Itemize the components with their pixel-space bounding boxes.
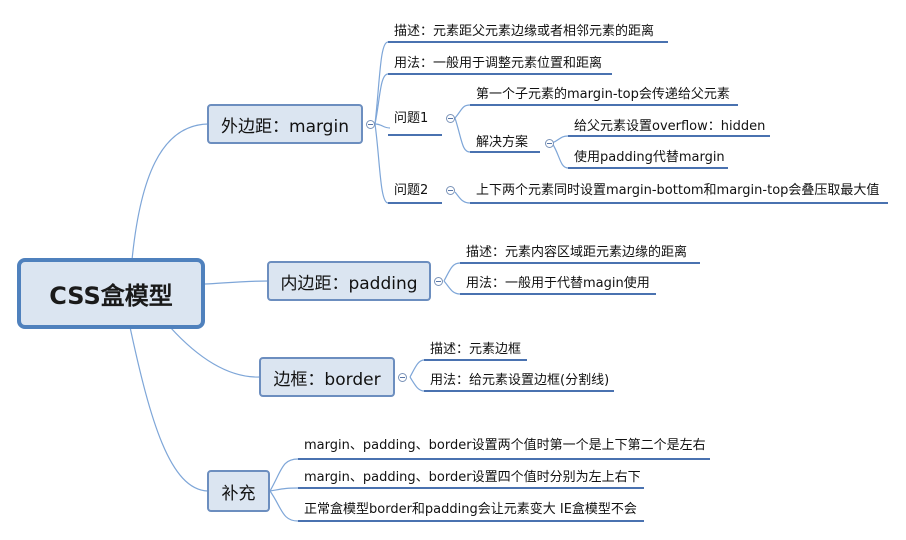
- connector-issue1-solution: [454, 117, 471, 153]
- margin-usage[interactable]: 用法：一般用于调整元素位置和距离: [394, 56, 603, 71]
- root-node[interactable]: CSS盒模型: [17, 258, 205, 329]
- padding-desc[interactable]: 描述：元素内容区域距元素边缘的距离: [466, 245, 688, 260]
- collapse-toggle-issue2-icon[interactable]: [446, 186, 455, 195]
- connector-margin-usage: [374, 73, 389, 125]
- connector-supp-3: [269, 490, 299, 522]
- connector-root-supplement: [129, 326, 209, 492]
- collapse-toggle-solution-icon[interactable]: [545, 139, 554, 148]
- margin-issue1-label[interactable]: 问题1: [394, 111, 429, 126]
- branch-padding-label: 内边距：padding: [280, 273, 418, 294]
- connector-margin-desc: [374, 41, 389, 125]
- connector-issue2-problem: [454, 191, 471, 204]
- margin-solution-option-1[interactable]: 给父元素设置overflow：hidden: [574, 119, 766, 134]
- margin-solution-option-2[interactable]: 使用padding代替margin: [574, 150, 725, 165]
- connector-border-usage: [409, 376, 425, 392]
- collapse-toggle-border-icon[interactable]: [398, 373, 407, 382]
- connector-margin-issue1: [374, 123, 391, 129]
- root-label: CSS盒模型: [49, 282, 173, 310]
- collapse-toggle-padding-icon[interactable]: [434, 277, 443, 286]
- branch-margin[interactable]: 外边距：margin: [207, 104, 363, 144]
- connector-supp-1: [269, 458, 299, 492]
- connector-root-border: [169, 326, 261, 378]
- border-desc[interactable]: 描述：元素边框: [430, 342, 522, 357]
- connector-solution-opt1: [551, 135, 569, 144]
- branch-padding[interactable]: 内边距：padding: [267, 261, 431, 301]
- branch-border[interactable]: 边框：border: [259, 357, 395, 397]
- branch-margin-label: 外边距：margin: [221, 116, 349, 137]
- connector-padding-desc: [443, 262, 461, 282]
- connector-padding-usage: [443, 280, 461, 295]
- margin-issue1-problem[interactable]: 第一个子元素的margin-top会传递给父元素: [476, 87, 730, 102]
- padding-usage[interactable]: 用法：一般用于代替magin使用: [466, 276, 650, 291]
- connector-root-margin: [131, 123, 209, 261]
- margin-issue1-solution-label[interactable]: 解决方案: [476, 135, 529, 150]
- border-usage[interactable]: 用法：给元素设置边框(分割线): [430, 373, 610, 388]
- connector-issue1-problem: [454, 104, 471, 119]
- margin-desc[interactable]: 描述：元素距父元素边缘或者相邻元素的距离: [394, 24, 655, 39]
- branch-supplement-label: 补充: [221, 483, 256, 504]
- connector-margin-issue2: [374, 123, 389, 204]
- supplement-item-3[interactable]: 正常盒模型border和padding会让元素变大 IE盒模型不会: [304, 502, 637, 517]
- margin-issue2-label[interactable]: 问题2: [394, 183, 429, 198]
- margin-issue2-problem[interactable]: 上下两个元素同时设置margin-bottom和margin-top会叠压取最大…: [476, 183, 880, 198]
- connector-border-desc: [409, 359, 425, 378]
- supplement-item-2[interactable]: margin、padding、border设置四个值时分别为左上右下: [304, 470, 641, 485]
- connector-supp-2: [269, 487, 299, 492]
- collapse-toggle-issue1-icon[interactable]: [446, 114, 455, 123]
- branch-border-label: 边框：border: [273, 369, 381, 390]
- connector-solution-opt2: [551, 142, 569, 169]
- supplement-item-1[interactable]: margin、padding、border设置两个值时第一个是上下第二个是左右: [304, 438, 706, 453]
- collapse-toggle-margin-icon[interactable]: [366, 120, 375, 129]
- connector-root-padding: [204, 280, 269, 285]
- branch-supplement[interactable]: 补充: [207, 470, 270, 512]
